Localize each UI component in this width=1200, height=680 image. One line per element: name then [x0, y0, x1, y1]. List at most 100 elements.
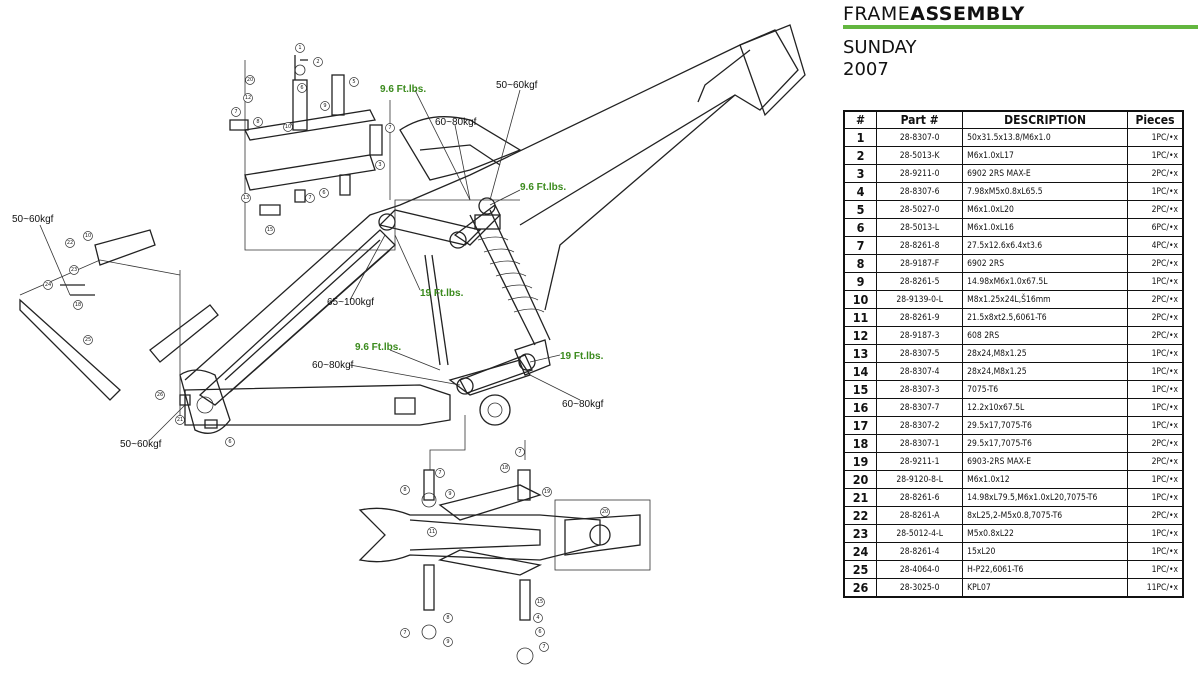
cell-number: 20: [843, 470, 878, 489]
cell-description: 50x31.5x13.8/M6x1.0: [962, 128, 1128, 147]
part-callout: 7: [539, 642, 549, 652]
callout-number: 20: [602, 509, 608, 515]
part-callout: 1: [295, 43, 305, 53]
callout-number: 3: [378, 162, 381, 168]
callout-number: 26: [157, 392, 163, 398]
callout-circle: [43, 280, 53, 290]
callout-number: 18: [502, 465, 508, 471]
cell-number: 16: [843, 398, 878, 417]
part-callout: 7: [515, 447, 525, 457]
cell-number: 9: [843, 272, 878, 291]
cell-number: 2: [843, 146, 878, 165]
part-callout: 20: [600, 507, 610, 517]
part-callout: 21: [175, 415, 185, 425]
callout-circle: [535, 597, 545, 607]
cell-part-number: 28-8307-4: [876, 362, 964, 381]
cell-number: 24: [843, 542, 878, 561]
part-callout: 7: [305, 193, 315, 203]
part-callout: 13: [241, 193, 251, 203]
callout-number: 7: [438, 470, 441, 476]
cell-number: 11: [843, 308, 878, 327]
part-callouts: 1261278910573201513671022232418252621677…: [43, 43, 610, 652]
part-callout: 22: [65, 238, 75, 248]
callout-number: 2: [316, 59, 319, 65]
callout-number: 7: [403, 630, 406, 636]
cell-pieces: 2PC/•x: [1127, 452, 1184, 471]
callout-number: 6: [538, 629, 541, 635]
cell-part-number: 28-8261-9: [876, 308, 964, 327]
cell-description: H-P22,6061-T6: [962, 560, 1128, 579]
callout-number: 19: [544, 489, 550, 495]
cell-description: M6x1.0xL20: [962, 200, 1128, 219]
torque-label: 60~80kgf: [435, 117, 477, 128]
cell-part-number: 28-8307-7: [876, 398, 964, 417]
cell-part-number: 28-5027-0: [876, 200, 964, 219]
rear-axle-exploded: [19, 229, 219, 429]
torque-label: 19 Ft.lbs.: [420, 288, 464, 299]
part-callout: 4: [533, 613, 543, 623]
cell-part-number: 28-8261-8: [876, 236, 964, 255]
callout-circle: [375, 160, 385, 170]
callout-circle: [533, 613, 543, 623]
cell-part-number: 28-9211-0: [876, 164, 964, 183]
cell-pieces: 1PC/•x: [1127, 416, 1184, 435]
callout-circle: [245, 75, 255, 85]
callout-circle: [443, 637, 453, 647]
header: FRAMEASSEMBLY SUNDAY 2007: [843, 0, 1198, 81]
cell-pieces: 1PC/•x: [1127, 542, 1184, 561]
callout-circle: [400, 485, 410, 495]
title-bold: ASSEMBLY: [910, 3, 1025, 25]
cell-pieces: 2PC/•x: [1127, 164, 1184, 183]
model-info: SUNDAY 2007: [843, 37, 1198, 81]
cell-part-number: 28-8307-1: [876, 434, 964, 453]
callout-number: 4: [536, 615, 539, 621]
cell-part-number: 28-8307-0: [876, 128, 964, 147]
callout-circle: [175, 415, 185, 425]
part-callout: 7: [385, 123, 395, 133]
cell-pieces: 1PC/•x: [1127, 146, 1184, 165]
callout-number: 11: [429, 529, 435, 535]
part-callout: 8: [443, 613, 453, 623]
cell-number: 3: [843, 164, 878, 183]
part-callout: 6: [297, 83, 307, 93]
cell-part-number: 28-8307-2: [876, 416, 964, 435]
part-callout: 10: [83, 231, 93, 241]
cell-description: 14.98xL79.5,M6x1.0xL20,7075-T6: [962, 488, 1128, 507]
part-callout: 8: [253, 117, 263, 127]
cell-description: 29.5x17,7075-T6: [962, 416, 1128, 435]
callout-circle: [349, 77, 359, 87]
callout-number: 6: [300, 85, 303, 91]
cell-pieces: 1PC/•x: [1127, 128, 1184, 147]
callout-circle: [155, 390, 165, 400]
callout-circle: [435, 468, 445, 478]
callout-circle: [600, 507, 610, 517]
callout-number: 6: [228, 439, 231, 445]
cell-number: 17: [843, 416, 878, 435]
callout-number: 7: [234, 109, 237, 115]
cell-part-number: 28-9211-1: [876, 452, 964, 471]
cell-description: 28x24,M8x1.25: [962, 362, 1128, 381]
callout-number: 1: [298, 45, 301, 51]
cell-description: 6902 2RS: [962, 254, 1128, 273]
part-callout: 23: [69, 265, 79, 275]
model-name: SUNDAY: [843, 37, 917, 58]
torque-label: 19 Ft.lbs.: [560, 351, 604, 362]
callout-circle: [427, 527, 437, 537]
part-callout: 7: [435, 468, 445, 478]
callout-number: 22: [67, 240, 73, 246]
callout-number: 25: [85, 337, 91, 343]
cell-part-number: 28-5013-K: [876, 146, 964, 165]
cell-number: 1: [843, 128, 878, 147]
callout-number: 7: [542, 644, 545, 650]
cell-description: 8xL25,2-M5x0.8,7075-T6: [962, 506, 1128, 525]
